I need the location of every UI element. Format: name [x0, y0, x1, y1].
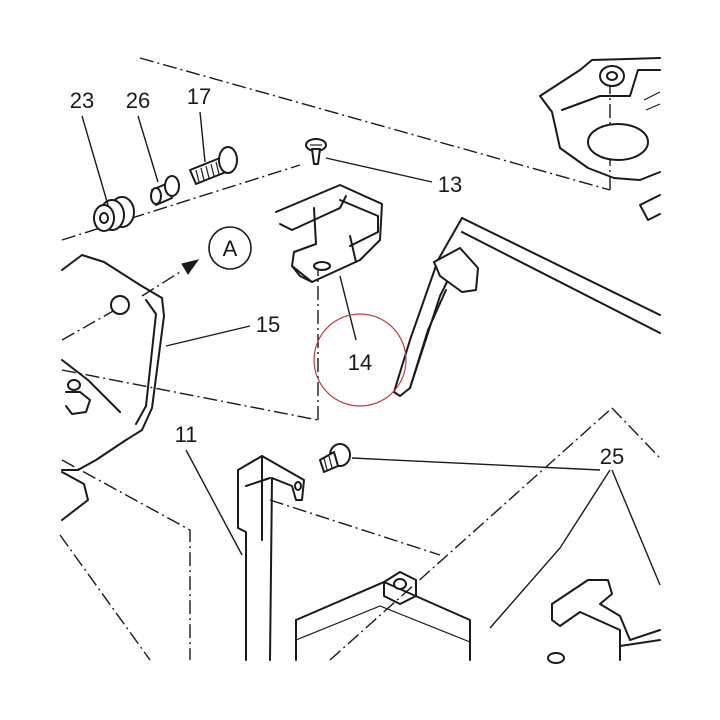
callout-13: 13	[438, 172, 462, 197]
screw-part-25	[319, 443, 351, 473]
callout-25: 25	[600, 444, 624, 469]
screw-part-13	[305, 138, 327, 165]
spring-clip-part-14	[275, 184, 383, 283]
callout-11: 11	[175, 422, 198, 447]
view-marker-label: A	[223, 236, 238, 261]
callout-15: 15	[256, 312, 280, 337]
assembly-lines	[59, 57, 661, 661]
highlight-circle	[313, 313, 407, 407]
view-marker-circle	[208, 226, 252, 270]
top-right-assembly	[539, 57, 661, 221]
view-marker-a: A	[141, 226, 252, 297]
callout-17: 17	[187, 84, 211, 109]
grommet-part-23	[93, 196, 135, 232]
bottom-right-assembly	[295, 571, 661, 664]
view-marker-arrow-line	[141, 271, 181, 297]
collar-part-26	[150, 175, 180, 206]
leader-lines	[81, 111, 661, 629]
frame-rail-upper-right	[393, 217, 661, 397]
callout-26: 26	[126, 88, 150, 113]
callout-23: 23	[70, 88, 94, 113]
bracket-part-15	[61, 254, 165, 521]
view-marker-arrowhead	[181, 259, 200, 275]
callout-14: 14	[348, 350, 372, 375]
bracket-part-11	[237, 455, 305, 661]
shoulder-screw-part-17	[189, 146, 238, 185]
callout-labels: 23 26 17 13 15 14 11 25	[70, 84, 624, 469]
